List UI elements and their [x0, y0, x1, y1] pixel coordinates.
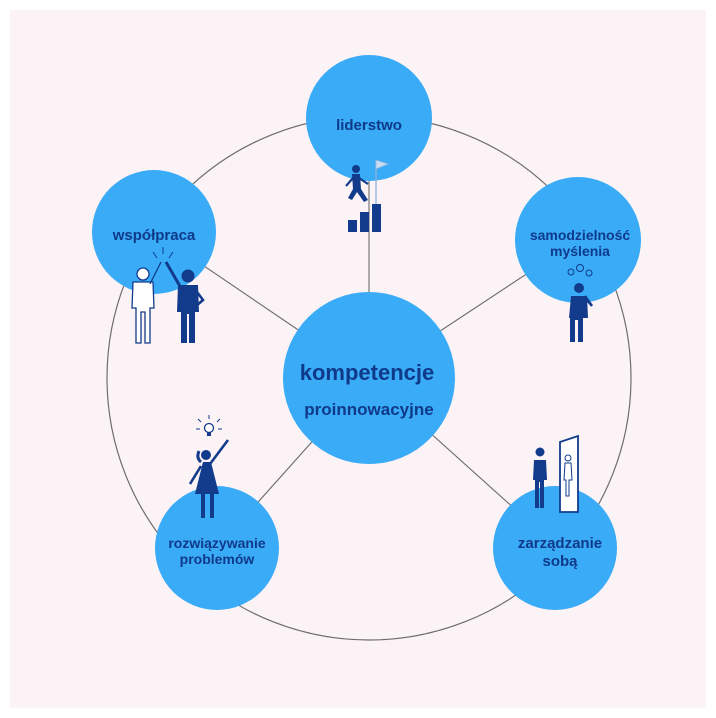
- person-thinking-icon: [567, 264, 594, 342]
- node-circle: [493, 486, 617, 610]
- node-samodzielnosc: samodzielność myślenia: [515, 177, 641, 342]
- center-title: kompetencje: [300, 360, 435, 385]
- node-zarzadzanie: zarządzanie sobą: [493, 434, 617, 610]
- people-high-five-icon: [131, 247, 205, 344]
- node-liderstwo: liderstwo: [306, 55, 432, 232]
- node-label-line2: sobą: [542, 553, 578, 570]
- node-wspolpraca: współpraca: [92, 170, 216, 344]
- center-node: kompetencje proinnowacyjne: [283, 292, 455, 464]
- woman-lightbulb-idea-icon: [188, 415, 230, 518]
- node-label-line2: myślenia: [550, 243, 610, 259]
- center-circle: [283, 292, 455, 464]
- node-rozwiazywanie: rozwiązywanie problemów: [155, 415, 279, 610]
- center-subtitle: proinnowacyjne: [304, 400, 433, 419]
- person-at-mirror-icon: [533, 434, 579, 513]
- node-label-line1: zarządzanie: [518, 535, 602, 552]
- node-label-line1: samodzielność: [530, 227, 631, 243]
- node-circle: [515, 177, 641, 303]
- node-label-line1: współpraca: [112, 227, 196, 244]
- node-circle: [306, 55, 432, 181]
- node-circle: [155, 486, 279, 610]
- node-label-line1: liderstwo: [336, 117, 402, 134]
- leader-climbing-stairs-flag-icon: [345, 159, 390, 232]
- node-circle: [92, 170, 216, 294]
- node-label-line1: rozwiązywanie: [168, 535, 265, 551]
- node-label-line2: problemów: [180, 551, 255, 567]
